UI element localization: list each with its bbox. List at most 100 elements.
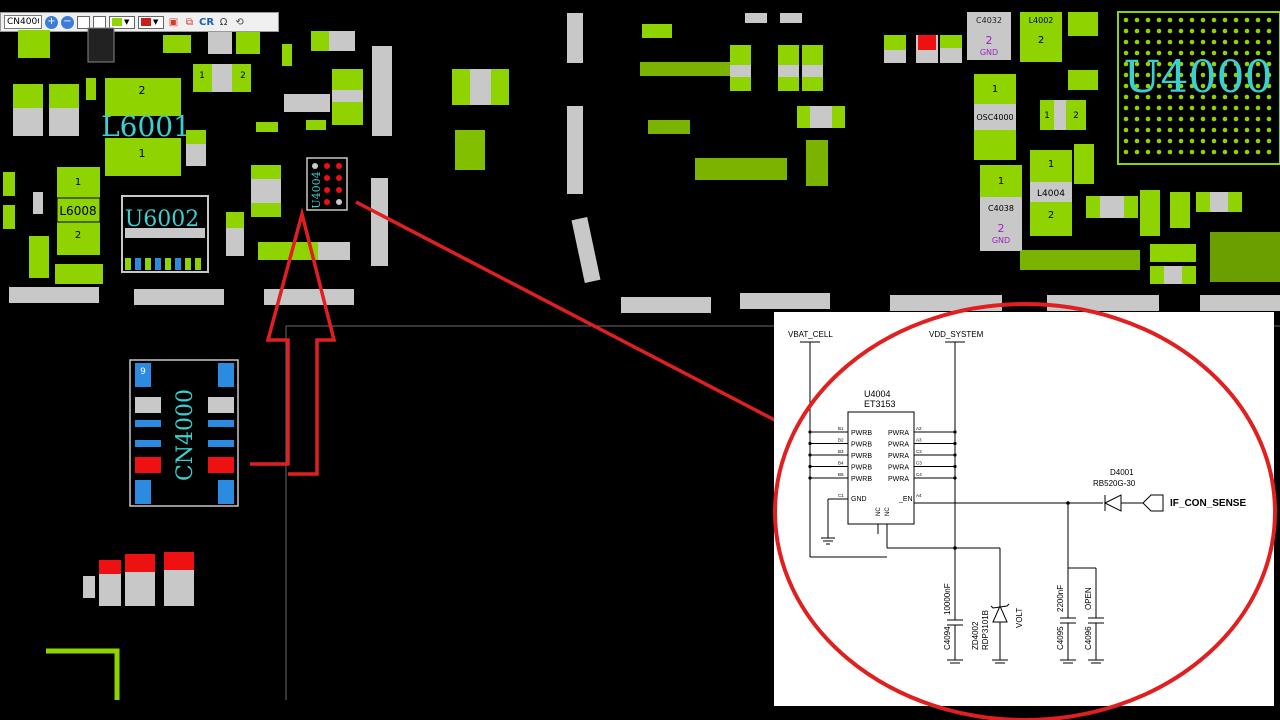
pin-number: B2 [838,438,844,443]
bga-ball [1255,50,1261,56]
zener-symbol [990,603,1010,609]
part-label-u6002: U6002 [125,207,200,232]
connector-pin [135,397,161,413]
bga-ball [1178,127,1184,133]
component-pad [974,74,1016,104]
bga-ball [1266,50,1272,56]
highlight-pad [99,560,121,574]
ball-pad [324,175,330,181]
bga-ball [1134,50,1140,56]
junction [808,441,812,446]
bga-ball [1233,17,1239,23]
bga-ball [1211,28,1217,34]
pin-pwra: PWRA [888,476,909,483]
pin-pwrb: PWRB [851,442,872,449]
annotation-arrow [250,207,337,476]
ball-pad [312,163,318,169]
component-body [87,27,115,63]
undo-icon[interactable]: Ω [219,16,228,28]
component-pad [56,197,101,223]
bga-ball [1233,61,1239,67]
bga-ball [1244,127,1250,133]
bga-ball [1123,28,1129,34]
bga-ball [1178,39,1184,45]
bga-ball [1211,50,1217,56]
component-pad [86,78,96,100]
bga-ball [1255,72,1261,78]
volt-label: VOLT [1015,608,1024,628]
component-pad [780,13,802,23]
bga-ball [1123,72,1129,78]
bga-ball [1178,61,1184,67]
component-body [730,65,751,77]
select-tool-icon[interactable] [77,15,90,29]
bga-ball [1156,127,1162,133]
bga-ball [1145,105,1151,111]
cr-button[interactable]: CR [199,16,215,28]
component-pad [105,138,181,176]
component-body [1030,182,1072,202]
outline-color-dropdown[interactable]: ▼ [138,15,164,29]
bga-ball [1211,138,1217,144]
component-pad [165,258,171,270]
net-label-vbat: VBAT_CELL [788,330,833,339]
component-pad [186,130,206,144]
bga-ball [1134,61,1140,67]
bga-ball [1189,83,1195,89]
component-pad [13,84,43,108]
ball-pad [324,199,330,205]
layer-toggle-icon[interactable]: ▣ [168,16,179,28]
component-body [884,50,906,63]
zoom-out-icon[interactable]: − [61,15,74,29]
bga-ball [1266,94,1272,100]
bga-ball [1255,127,1261,133]
bga-ball [1178,149,1184,155]
bga-ball [1211,39,1217,45]
bga-ball [1156,149,1162,155]
bga-ball [1200,116,1206,122]
bga-ball [1244,94,1250,100]
connector-pin [218,480,234,504]
component-pad [806,140,828,186]
bga-ball [1156,39,1162,45]
bga-ball [1167,149,1173,155]
component-pad [251,165,281,179]
bga-ball [1167,105,1173,111]
bga-ball [1244,116,1250,122]
bga-ball [1222,116,1228,122]
component-body [332,90,363,102]
flip-icon[interactable]: ⧉ [185,16,194,28]
component-body [810,106,832,128]
bga-ball [1145,116,1151,122]
junction [808,430,812,434]
component-pad [251,203,281,217]
refresh-icon[interactable]: ⟲ [235,16,244,28]
ball-pad [324,163,330,169]
bga-ball [1178,138,1184,144]
pad-number: 1 [998,176,1004,187]
bga-ball [1189,72,1195,78]
part-u4000[interactable] [1117,11,1280,165]
bga-ball [1266,28,1272,34]
bga-ball [1134,17,1140,23]
bga-ball [1200,94,1206,100]
component-pad [18,30,50,58]
bga-ball [1266,83,1272,89]
pin-pwrb: PWRB [851,465,872,472]
ball-pad [336,175,342,181]
connector-pin [135,480,151,504]
fill-color-dropdown[interactable]: ▼ [109,15,135,29]
bga-ball [1123,17,1129,23]
component-body [802,65,823,77]
highlight-circle [773,302,1277,720]
bga-ball [1211,72,1217,78]
bga-ball [1123,83,1129,89]
bga-ball [1156,138,1162,144]
net-label-vdd: VDD_SYSTEM [929,330,984,339]
bga-ball [1178,83,1184,89]
bga-ball [1178,17,1184,23]
bga-ball [1156,50,1162,56]
zoom-in-icon[interactable]: + [45,15,58,29]
part-search-input[interactable] [4,15,42,29]
